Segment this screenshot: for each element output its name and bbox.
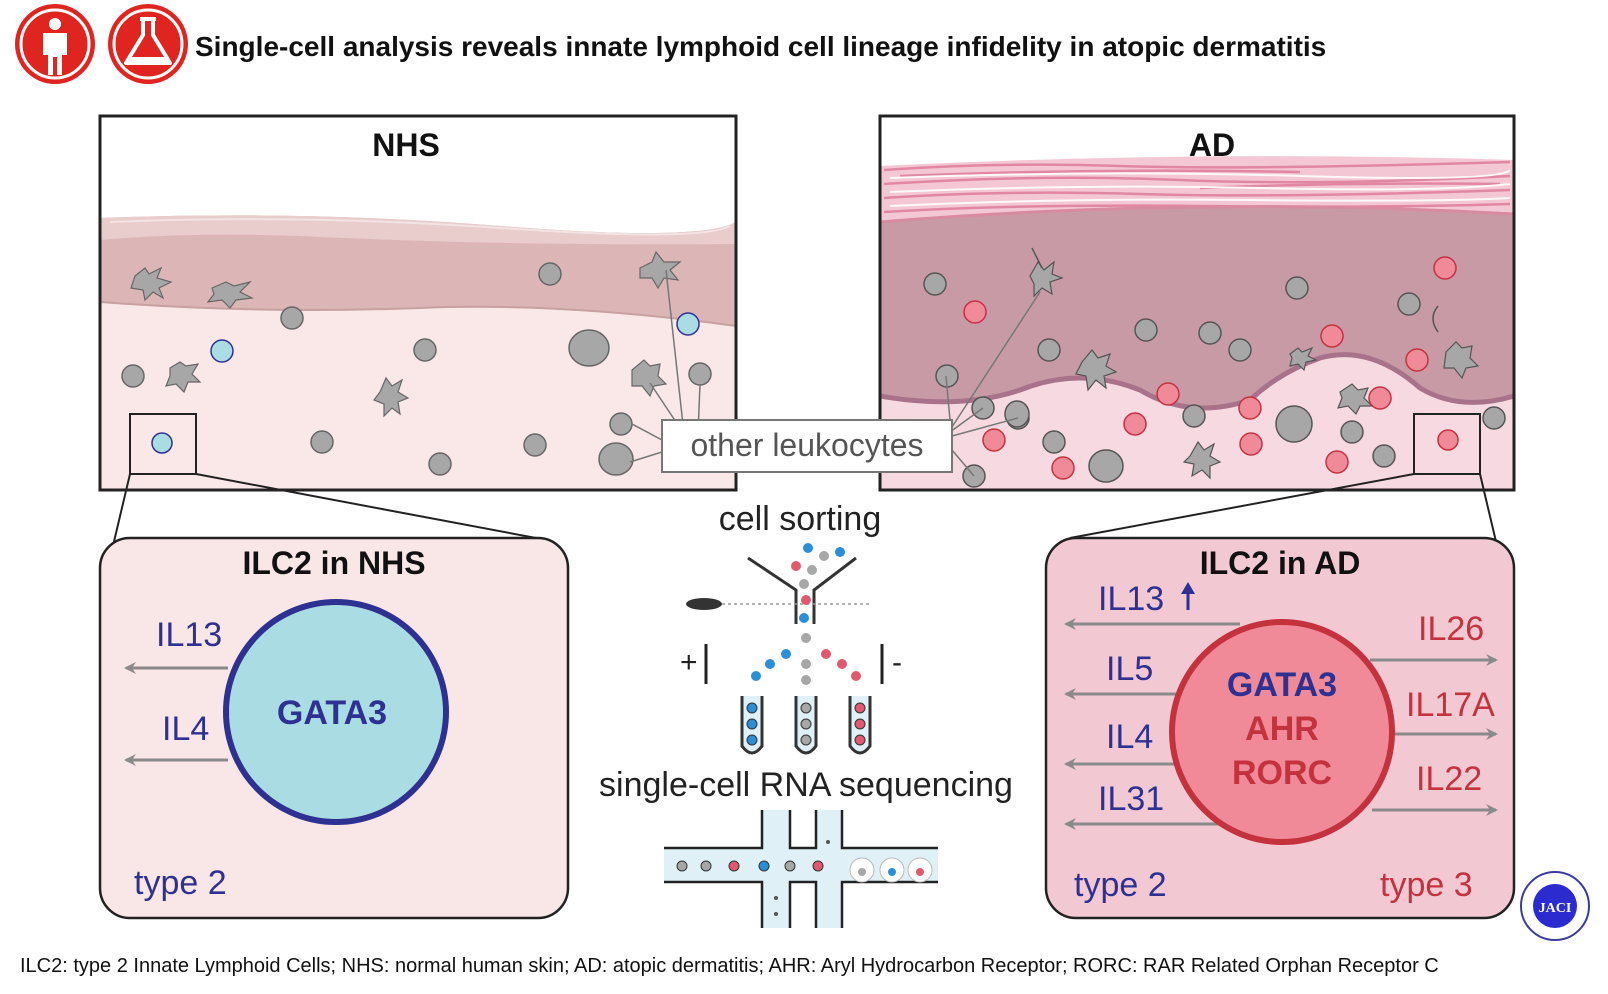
il4-label: IL4 xyxy=(162,710,209,748)
ad-type3-label: type 3 xyxy=(1380,866,1473,904)
other-leukocytes-label: other leukocytes xyxy=(690,427,923,463)
ilc2-ad-panel: ILC2 in AD IL13 IL5 IL4 IL31 IL26 IL17A … xyxy=(1044,536,1516,920)
ilc2-ad-cell xyxy=(1169,619,1395,845)
human-figure-icon xyxy=(15,4,95,84)
nhs-skin-panel: NHS xyxy=(98,114,738,492)
laser-icon xyxy=(686,598,722,610)
ad-il5-label: IL5 xyxy=(1106,650,1153,688)
up-arrow-icon xyxy=(1181,582,1195,610)
type2-label: type 2 xyxy=(134,864,227,902)
sorting-droplets xyxy=(751,543,861,685)
footnote: ILC2: type 2 Innate Lymphoid Cells; NHS:… xyxy=(20,955,1439,977)
microfluidic-chip xyxy=(664,810,938,928)
ilc2-ad-title: ILC2 in AD xyxy=(1200,545,1361,581)
ad-type2-label: type 2 xyxy=(1074,866,1167,904)
minus-electrode-label: - xyxy=(892,646,902,679)
other-leukocytes-callout: other leukocytes xyxy=(661,419,953,473)
ad-skin-panel: AD xyxy=(878,114,1516,492)
nhs-panel-title: NHS xyxy=(372,127,440,163)
ilc2-nhs-title: ILC2 in NHS xyxy=(242,545,425,581)
header-title: Single-cell analysis reveals innate lymp… xyxy=(195,31,1326,62)
il26-label: IL26 xyxy=(1418,610,1484,648)
ilc2-nhs-panel: ILC2 in NHS IL13 IL4 GATA3 type 2 xyxy=(98,536,570,920)
zoom-connectors xyxy=(111,473,1499,551)
jaci-logo: JACI xyxy=(1520,871,1590,941)
ahr-label: AHR xyxy=(1245,710,1319,748)
il22-label: IL22 xyxy=(1416,760,1482,798)
ad-panel-title: AD xyxy=(1189,127,1235,163)
ad-il31-label: IL31 xyxy=(1098,780,1164,818)
scrna-seq-label: single-cell RNA sequencing xyxy=(599,766,1013,804)
ad-il13-label: IL13 xyxy=(1098,580,1164,618)
rorc-label: RORC xyxy=(1232,754,1332,792)
ilc2-nhs-cell xyxy=(223,599,449,825)
ad-il4-label: IL4 xyxy=(1106,718,1153,756)
il17a-label: IL17A xyxy=(1406,686,1495,724)
method-panel: cell sorting + - xyxy=(599,500,1013,928)
plus-electrode-label: + xyxy=(680,646,698,679)
cell-sorting-label: cell sorting xyxy=(719,500,882,538)
gata3-label: GATA3 xyxy=(277,694,387,732)
ad-gata3-label: GATA3 xyxy=(1227,666,1337,704)
jaci-logo-text: JACI xyxy=(1539,901,1572,916)
il13-label: IL13 xyxy=(156,616,222,654)
flask-icon xyxy=(108,4,188,84)
